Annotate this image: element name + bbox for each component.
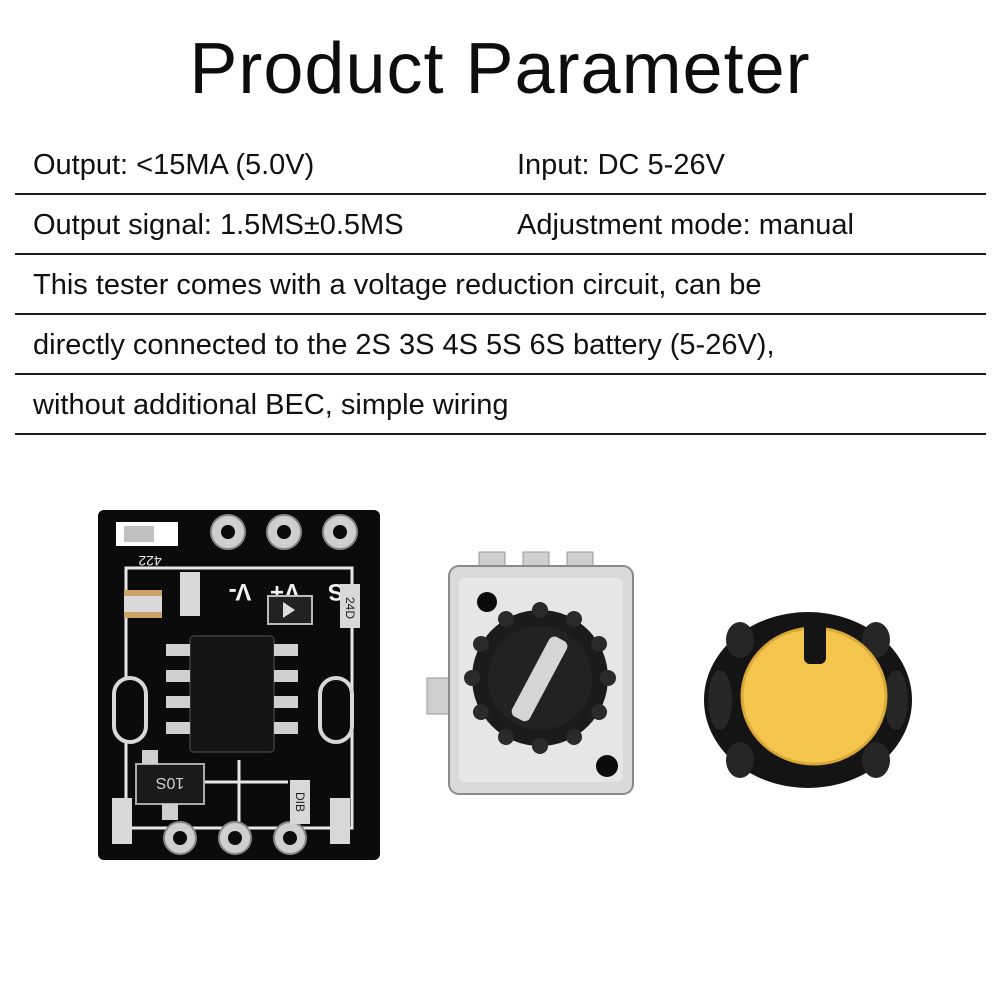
- description-line-1: This tester comes with a voltage reducti…: [33, 269, 762, 301]
- component-mark-24d: 24D: [343, 597, 357, 619]
- spec-output-signal: Output signal: 1.5MS±0.5MS: [33, 209, 404, 241]
- component-mark-dib: DIB: [293, 792, 307, 812]
- component-mark-10s: 10S: [156, 774, 184, 791]
- product-photos: V- V+ S 422 24D DIB: [0, 480, 1000, 900]
- description-row: without additional BEC, simple wiring: [15, 375, 986, 435]
- pin-label-vminus: V-: [229, 578, 252, 605]
- spec-adjustment-mode: Adjustment mode: manual: [517, 209, 854, 241]
- spec-output: Output: <15MA (5.0V): [33, 149, 315, 181]
- description-row: directly connected to the 2S 3S 4S 5S 6S…: [15, 315, 986, 375]
- potentiometer-image: [426, 551, 634, 795]
- description-line-2: directly connected to the 2S 3S 4S 5S 6S…: [33, 329, 775, 361]
- description-line-3: without additional BEC, simple wiring: [33, 389, 509, 421]
- pcb-board-image: V- V+ S 422 24D DIB: [98, 510, 380, 860]
- knob-image: [704, 612, 912, 788]
- spec-input: Input: DC 5-26V: [517, 149, 725, 181]
- description-row: This tester comes with a voltage reducti…: [15, 255, 986, 315]
- page-title: Product Parameter: [189, 29, 811, 109]
- spec-row: Output: <15MA (5.0V) Input: DC 5-26V: [15, 135, 986, 195]
- spec-row: Output signal: 1.5MS±0.5MS Adjustment mo…: [15, 195, 986, 255]
- component-mark-422: 422: [138, 553, 162, 569]
- parameter-table: Output: <15MA (5.0V) Input: DC 5-26V Out…: [15, 135, 986, 435]
